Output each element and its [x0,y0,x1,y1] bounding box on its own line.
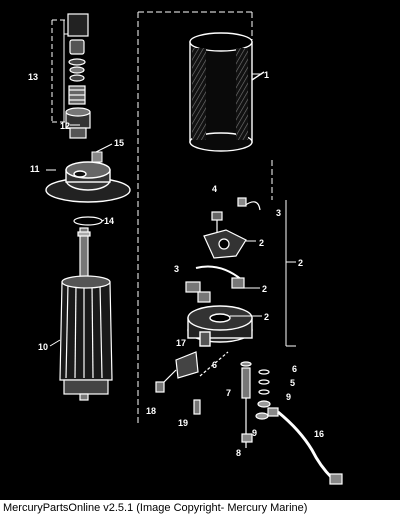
callout-label: 19 [178,418,188,428]
callout-label: 2 [298,258,303,268]
commutator-end-head [187,305,253,347]
callout-label: 1 [264,70,269,80]
callout-label: 18 [146,406,156,416]
callout-label: 3 [174,264,179,274]
image-caption: MercuryPartsOnline v2.5.1 (Image Copyrig… [0,500,400,516]
callout-label: 4 [212,184,217,194]
brush-holder-assembly [185,197,261,303]
callout-label: 14 [104,216,114,226]
callout-label: 10 [38,342,48,352]
callout-label: 11 [30,164,40,174]
leader-lines [46,73,296,347]
drive-components-stack [67,13,89,105]
field-frame-housing [189,32,265,152]
callout-label: 2 [264,312,269,322]
starter-motor-exploded-diagram: 1 2 2 2 2 3 3 4 5 6 6 7 8 9 9 10 11 12 1… [28,11,343,485]
small-nut [91,151,103,163]
callout-label: 6 [292,364,297,374]
lead-wire [267,407,343,485]
callout-label: 3 [276,208,281,218]
callout-label: 15 [114,138,124,148]
drive-gear [65,107,91,139]
drive-end-cap [45,161,131,203]
terminal-hardware [240,361,271,448]
callout-labels: 1 2 2 2 2 3 3 4 5 6 6 7 8 9 9 10 11 12 1… [28,70,324,458]
thrust-washer [73,216,103,226]
armature [59,227,113,401]
callout-label: 9 [252,428,257,438]
mounting-bracket [155,351,229,415]
callout-label: 6 [212,360,217,370]
callout-label: 5 [290,378,295,388]
callout-label: 16 [314,429,324,439]
callout-label: 13 [28,72,38,82]
callout-label: 9 [286,392,291,402]
callout-label: 2 [259,238,264,248]
callout-label: 2 [262,284,267,294]
callout-label: 12 [60,121,70,131]
callout-label: 7 [226,388,231,398]
callout-label: 17 [176,338,186,348]
callout-label: 8 [236,448,241,458]
frame-lines [51,11,273,424]
